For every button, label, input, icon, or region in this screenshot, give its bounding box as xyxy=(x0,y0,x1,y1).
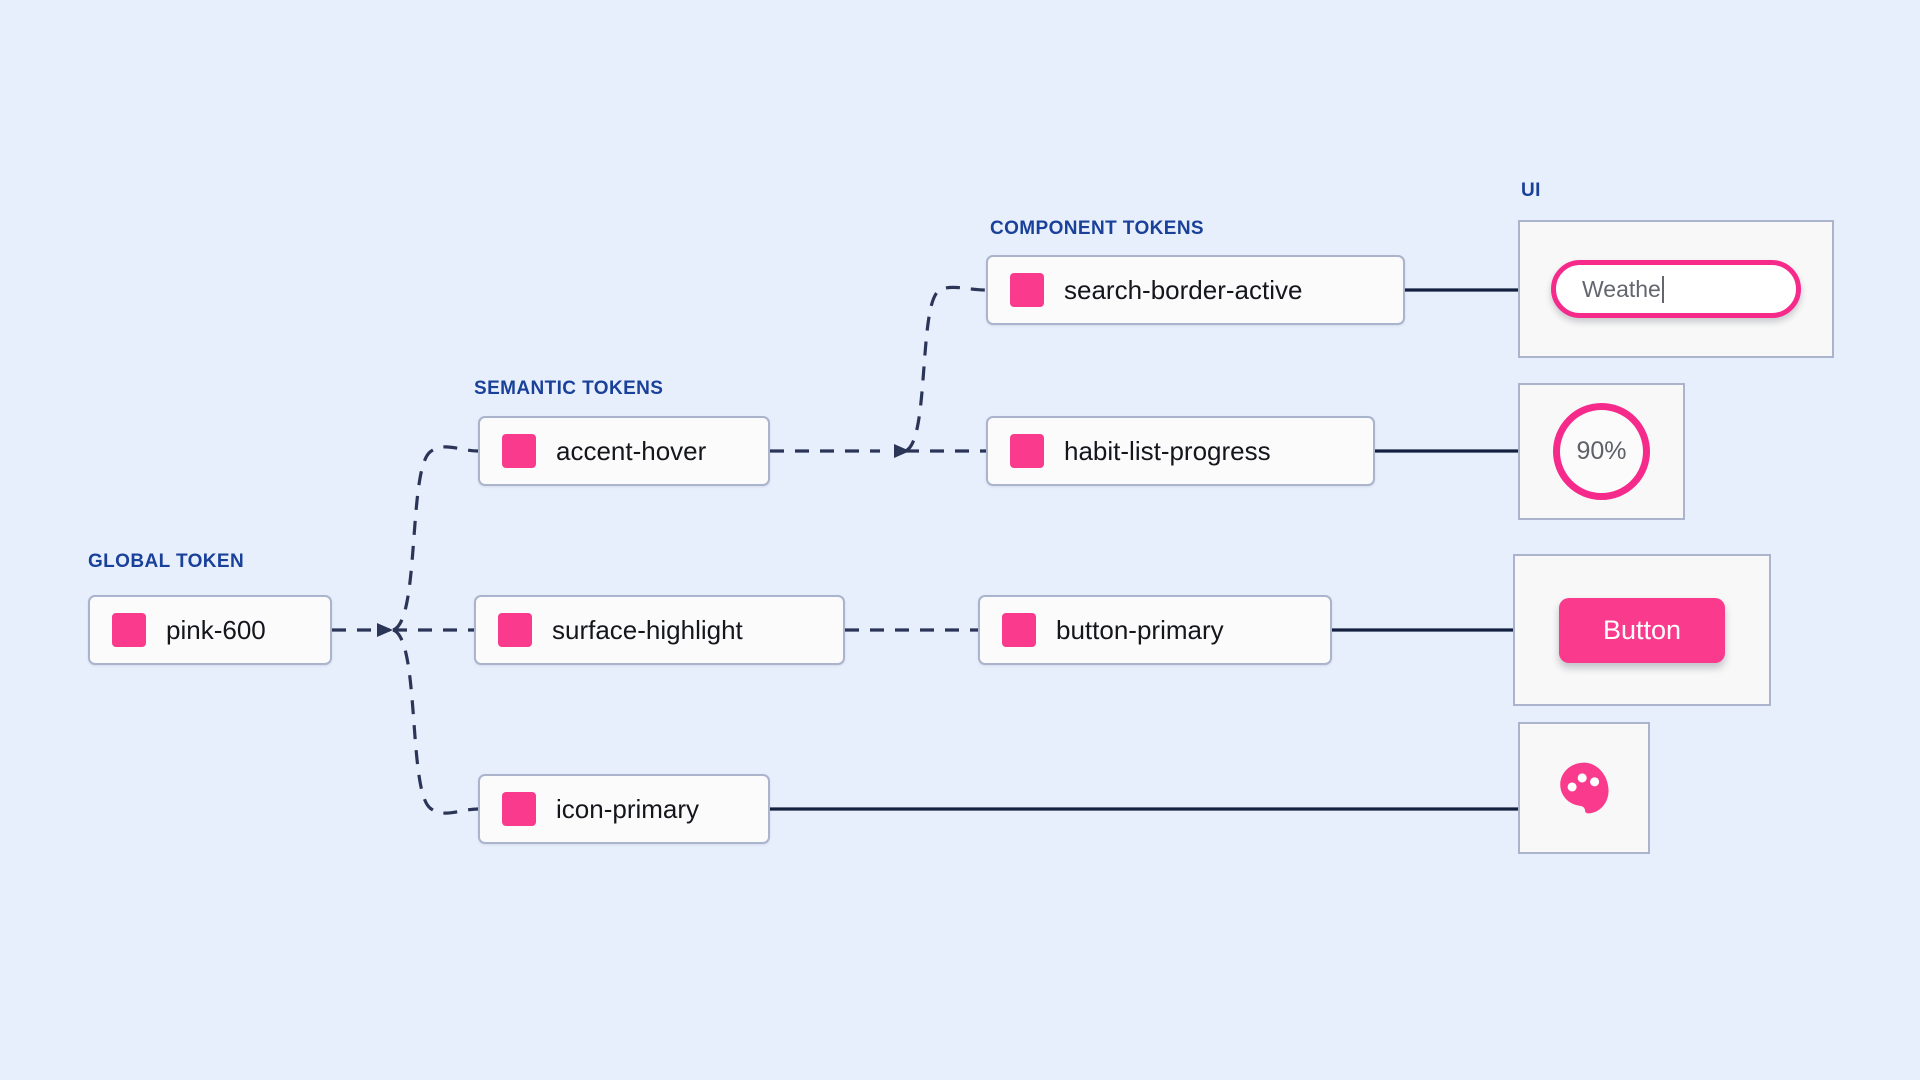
token-label: button-primary xyxy=(1056,614,1224,645)
token-card-button-primary[interactable]: button-primary xyxy=(978,595,1332,665)
color-swatch xyxy=(112,613,146,647)
color-swatch xyxy=(1010,434,1044,468)
primary-button[interactable]: Button xyxy=(1558,597,1726,663)
token-label: accent-hover xyxy=(556,435,707,466)
wire-accent-to-search-border-active xyxy=(904,285,987,453)
color-swatch xyxy=(498,613,532,647)
token-label: search-border-active xyxy=(1064,274,1303,305)
palette-icon xyxy=(1553,757,1615,819)
wire-global-to-accent-hover xyxy=(392,445,479,632)
token-card-habit-list-progress[interactable]: habit-list-progress xyxy=(986,416,1375,486)
ui-preview-progress: 90% xyxy=(1518,383,1685,520)
progress-value: 90% xyxy=(1576,437,1627,465)
column-label-ui: UI xyxy=(1521,180,1541,201)
column-label-component-tokens: COMPONENT TOKENS xyxy=(990,218,1205,239)
wire-global-to-icon-primary xyxy=(392,628,479,815)
ui-preview-search: Weathe xyxy=(1518,220,1834,358)
ui-preview-icon xyxy=(1518,722,1650,854)
wire-accent-hub-arrow xyxy=(894,444,910,458)
column-label-global-token: GLOBAL TOKEN xyxy=(88,551,245,572)
color-swatch xyxy=(1002,613,1036,647)
token-card-surface-highlight[interactable]: surface-highlight xyxy=(474,595,845,665)
column-label-semantic-tokens: SEMANTIC TOKENS xyxy=(474,378,664,399)
token-label: icon-primary xyxy=(556,793,700,824)
search-input-value: Weathe xyxy=(1582,275,1661,302)
color-swatch xyxy=(502,434,536,468)
token-card-search-border-active[interactable]: search-border-active xyxy=(986,255,1405,325)
color-swatch xyxy=(1010,273,1044,307)
color-swatch xyxy=(502,792,536,826)
token-label: surface-highlight xyxy=(552,614,743,645)
wire-hub-arrow xyxy=(377,623,393,637)
token-card-icon-primary[interactable]: icon-primary xyxy=(478,774,770,844)
token-label: pink-600 xyxy=(166,614,266,645)
ui-preview-button: Button xyxy=(1513,554,1771,706)
token-card-accent-hover[interactable]: accent-hover xyxy=(478,416,770,486)
token-card-pink-600[interactable]: pink-600 xyxy=(88,595,332,665)
token-label: habit-list-progress xyxy=(1064,435,1271,466)
progress-ring: 90% xyxy=(1553,403,1650,500)
search-input[interactable]: Weathe xyxy=(1551,260,1801,318)
palette-icon-glyph xyxy=(1560,762,1609,814)
text-caret xyxy=(1661,275,1664,303)
